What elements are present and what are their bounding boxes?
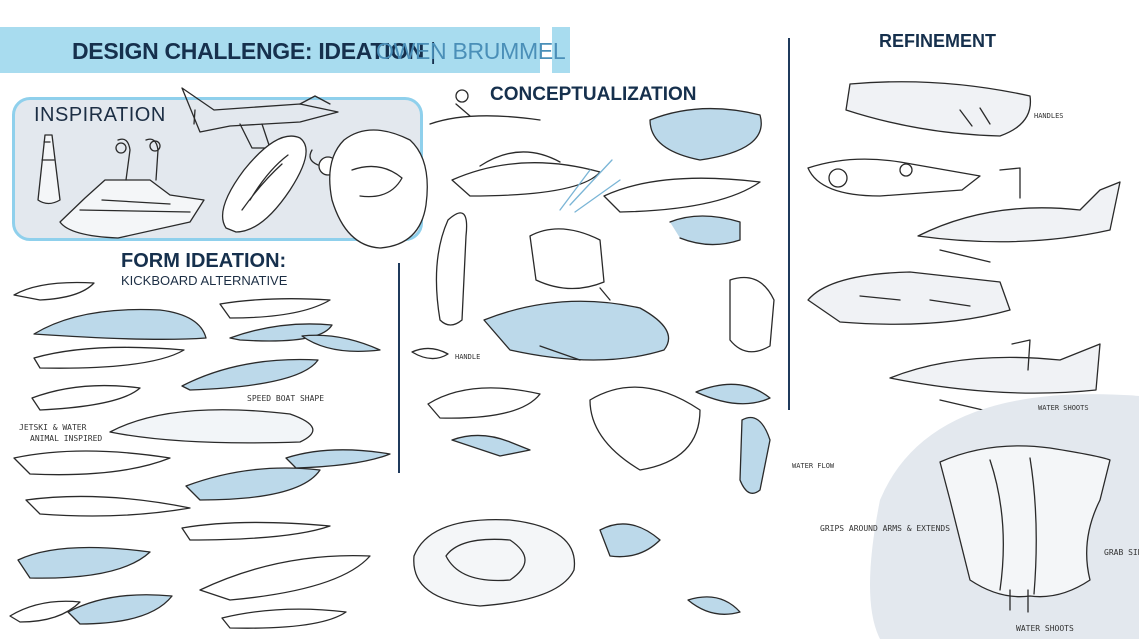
note-animal: ANIMAL INSPIRED <box>30 434 103 443</box>
divider-right <box>788 38 790 410</box>
note-grab-sides: GRAB SIDES <box>1104 548 1139 557</box>
splash-sketch <box>559 159 621 213</box>
boat-sketch-1 <box>451 151 601 197</box>
form-ideation-title: FORM IDEATION: <box>121 250 287 272</box>
form-sketch-18 <box>67 594 173 625</box>
form-ideation-subtitle: KICKBOARD ALTERNATIVE <box>121 273 288 288</box>
header-banner-tab <box>552 27 570 73</box>
note-speed-boat: SPEED BOAT SHAPE <box>247 394 325 403</box>
clamp-sketch <box>669 215 741 246</box>
whale-sub-sketch <box>483 287 670 361</box>
form-sketch-6 <box>301 334 381 353</box>
form-sketch-1 <box>13 281 95 301</box>
divider-left <box>398 263 400 473</box>
form-sketch-7 <box>31 384 141 411</box>
jetboard-sketch-2 <box>589 386 701 471</box>
form-sketch-19 <box>221 608 347 629</box>
board-sketch-tall <box>435 212 468 326</box>
cube-sketch <box>529 228 605 290</box>
note-water-flow: WATER FLOW <box>792 462 835 470</box>
kickboard-sketch <box>222 135 307 233</box>
inspiration-title: INSPIRATION <box>34 104 166 126</box>
form-sketch-13 <box>25 495 191 517</box>
shell-sketch <box>729 276 775 353</box>
page-title: DESIGN CHALLENGE: IDEATION| <box>72 37 442 65</box>
form-sketch-11 <box>285 449 391 469</box>
form-sketch-8 <box>181 358 319 391</box>
jetski-riders-sketch <box>59 138 205 239</box>
form-sketch-2 <box>33 308 207 340</box>
refine-sled-sketch <box>807 271 1011 325</box>
form-sketch-3 <box>219 298 331 319</box>
title-separator: | <box>430 38 436 64</box>
form-sketch-15 <box>17 546 151 579</box>
fin-sketch <box>687 596 741 615</box>
gun-sketch <box>451 434 531 457</box>
refine-board-sketch <box>845 81 1032 137</box>
form-sketch-16 <box>199 554 371 601</box>
note-water-shoots: WATER SHOOTS <box>1016 624 1074 633</box>
form-sketch-10 <box>13 450 171 476</box>
form-sketch-17 <box>9 600 81 623</box>
refine-final-sketch <box>939 445 1111 613</box>
jet-thruster-sketch <box>739 416 771 494</box>
header-banner <box>0 27 540 73</box>
handle-sketch <box>411 347 449 360</box>
boat-sketch-2 <box>603 177 761 213</box>
refine-motor-sketch <box>807 158 981 197</box>
note-grips: GRIPS AROUND ARMS & EXTENDS <box>820 524 951 533</box>
jetboard-sketch-1 <box>427 387 541 419</box>
author-name: OWEN BRUMMEL <box>376 38 566 64</box>
capsule-sketch <box>413 518 576 607</box>
conceptualization-title: CONCEPTUALIZATION <box>490 84 697 105</box>
cone-sketch <box>37 134 61 205</box>
note-handles: HANDLES <box>1034 112 1064 120</box>
title-text: DESIGN CHALLENGE: IDEATION <box>72 38 425 64</box>
refinement-title: REFINEMENT <box>879 31 996 51</box>
bodyboard-sketch <box>329 129 428 249</box>
jet-plane-sketch <box>181 87 339 149</box>
pod-sketch-1 <box>649 107 762 161</box>
ski-sketch <box>599 523 661 558</box>
form-sketch-14 <box>181 521 331 541</box>
form-sketch-12 <box>185 467 321 501</box>
ray-sketch <box>695 383 771 405</box>
note-handle: HANDLE <box>455 353 481 361</box>
refine-craft-sketch <box>917 167 1121 263</box>
note-water-shoots-2: WATER SHOOTS <box>1038 404 1089 412</box>
form-sketch-9 <box>109 409 314 444</box>
swimmer-sketch <box>429 89 541 125</box>
form-sketch-4 <box>33 346 185 369</box>
note-jetski: JETSKI & WATER <box>19 423 87 432</box>
